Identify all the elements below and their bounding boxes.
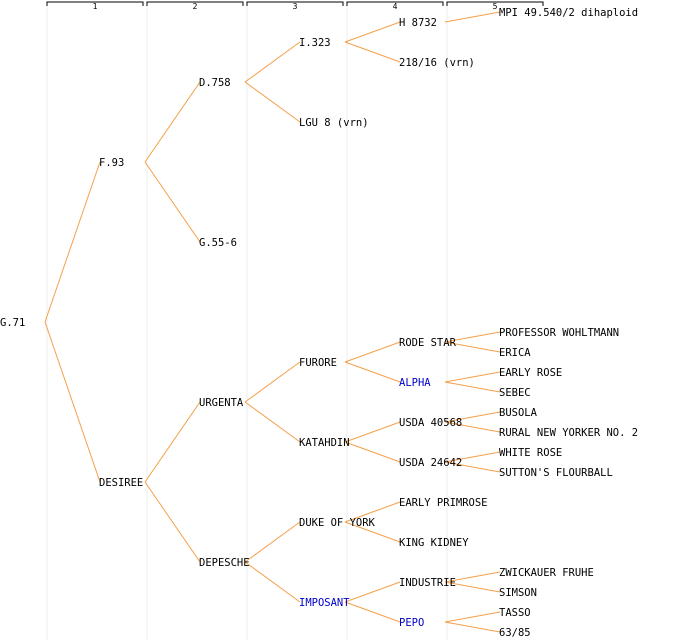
parent-edge (444, 341, 501, 353)
generation-bracket (346, 1, 444, 6)
parent-edge (44, 321, 101, 483)
parent-edge (244, 561, 301, 603)
parent-edge (444, 11, 501, 23)
pedigree-node[interactable]: EARLY ROSE (499, 367, 562, 379)
pedigree-node[interactable]: ERICA (499, 347, 531, 359)
parent-edge (344, 521, 401, 543)
pedigree-node[interactable]: RURAL NEW YORKER NO. 2 (499, 427, 638, 439)
generation-bracket (446, 1, 544, 6)
pedigree-node[interactable]: KING KIDNEY (399, 537, 469, 549)
pedigree-node[interactable]: G.71 (0, 317, 25, 329)
pedigree-node[interactable]: SIMSON (499, 587, 537, 599)
parent-edge (244, 81, 301, 123)
pedigree-node[interactable]: MPI 49.540/2 dihaploid (499, 7, 638, 19)
pedigree-node[interactable]: PEPO (399, 617, 424, 629)
pedigree-node[interactable]: I.323 (299, 37, 331, 49)
parent-edge (244, 521, 301, 563)
pedigree-node[interactable]: PROFESSOR WOHLTMANN (499, 327, 619, 339)
generation-bracket (246, 1, 344, 6)
pedigree-node[interactable]: URGENTA (199, 397, 244, 409)
parent-edge (444, 621, 501, 633)
parent-edge (444, 421, 501, 433)
pedigree-node[interactable]: BUSOLA (499, 407, 538, 419)
pedigree-node[interactable]: TASSO (499, 607, 531, 619)
tree-edges (44, 11, 501, 633)
tree-nodes: G.71 F.93 D.758 I.323 H 8732 MPI 49.540/2 dih… (0, 7, 638, 639)
pedigree-node[interactable]: SEBEC (499, 387, 531, 399)
pedigree-node[interactable]: USDA 40568 (399, 417, 462, 429)
parent-edge (144, 81, 201, 163)
parent-edge (444, 451, 501, 463)
pedigree-node[interactable]: ZWICKAUER FRUHE (499, 567, 594, 579)
pedigree-node[interactable]: ALPHA (399, 377, 431, 389)
pedigree-node[interactable]: FURORE (299, 357, 337, 369)
column-guides (46, 2, 448, 640)
pedigree-node[interactable]: DUKE OF YORK (299, 517, 376, 529)
parent-edge (444, 461, 501, 473)
parent-edge (444, 371, 501, 383)
pedigree-node[interactable]: H 8732 (399, 17, 437, 29)
parent-edge (144, 161, 201, 243)
pedigree-node[interactable]: USDA 24642 (399, 457, 462, 469)
pedigree-node[interactable]: EARLY PRIMROSE (399, 497, 488, 509)
parent-edge (144, 401, 201, 483)
generation-number: 5 (493, 2, 498, 11)
parent-edge (344, 441, 401, 463)
parent-edge (444, 381, 501, 393)
parent-edge (444, 581, 501, 593)
parent-edge (444, 571, 501, 583)
pedigree-node[interactable]: 218/16 (vrn) (399, 57, 475, 69)
parent-edge (344, 41, 401, 63)
generation-header: 1 2 3 4 5 (46, 1, 544, 11)
pedigree-node[interactable]: G.55-6 (199, 237, 237, 249)
pedigree-node[interactable]: RODE STAR (399, 337, 457, 349)
generation-number: 2 (193, 2, 198, 11)
parent-edge (244, 401, 301, 443)
parent-edge (444, 611, 501, 623)
parent-edge (44, 161, 101, 323)
generation-bracket (146, 1, 244, 6)
parent-edge (344, 601, 401, 623)
pedigree-node[interactable]: KATAHDIN (299, 437, 350, 449)
parent-edge (344, 341, 401, 363)
generation-number: 1 (93, 2, 98, 11)
pedigree-node[interactable]: F.93 (99, 157, 124, 169)
parent-edge (344, 421, 401, 443)
parent-edge (344, 581, 401, 603)
pedigree-node[interactable]: 63/85 (499, 627, 531, 639)
generation-number: 4 (393, 2, 398, 11)
parent-edge (344, 501, 401, 523)
pedigree-node[interactable]: IMPOSANT (299, 597, 350, 609)
pedigree-node[interactable]: LGU 8 (vrn) (299, 117, 369, 129)
generation-bracket (46, 1, 144, 6)
parent-edge (244, 361, 301, 403)
parent-edge (344, 361, 401, 383)
generation-number: 3 (293, 2, 298, 11)
pedigree-node[interactable]: WHITE ROSE (499, 447, 562, 459)
pedigree-node[interactable]: INDUSTRIE (399, 577, 456, 589)
pedigree-node[interactable]: SUTTON'S FLOURBALL (499, 467, 613, 479)
parent-edge (344, 21, 401, 43)
parent-edge (144, 481, 201, 563)
pedigree-node[interactable]: DEPESCHE (199, 557, 250, 569)
pedigree-node[interactable]: DESIREE (99, 477, 143, 489)
parent-edge (444, 411, 501, 423)
parent-edge (244, 41, 301, 83)
pedigree-node[interactable]: D.758 (199, 77, 231, 89)
parent-edge (444, 331, 501, 343)
